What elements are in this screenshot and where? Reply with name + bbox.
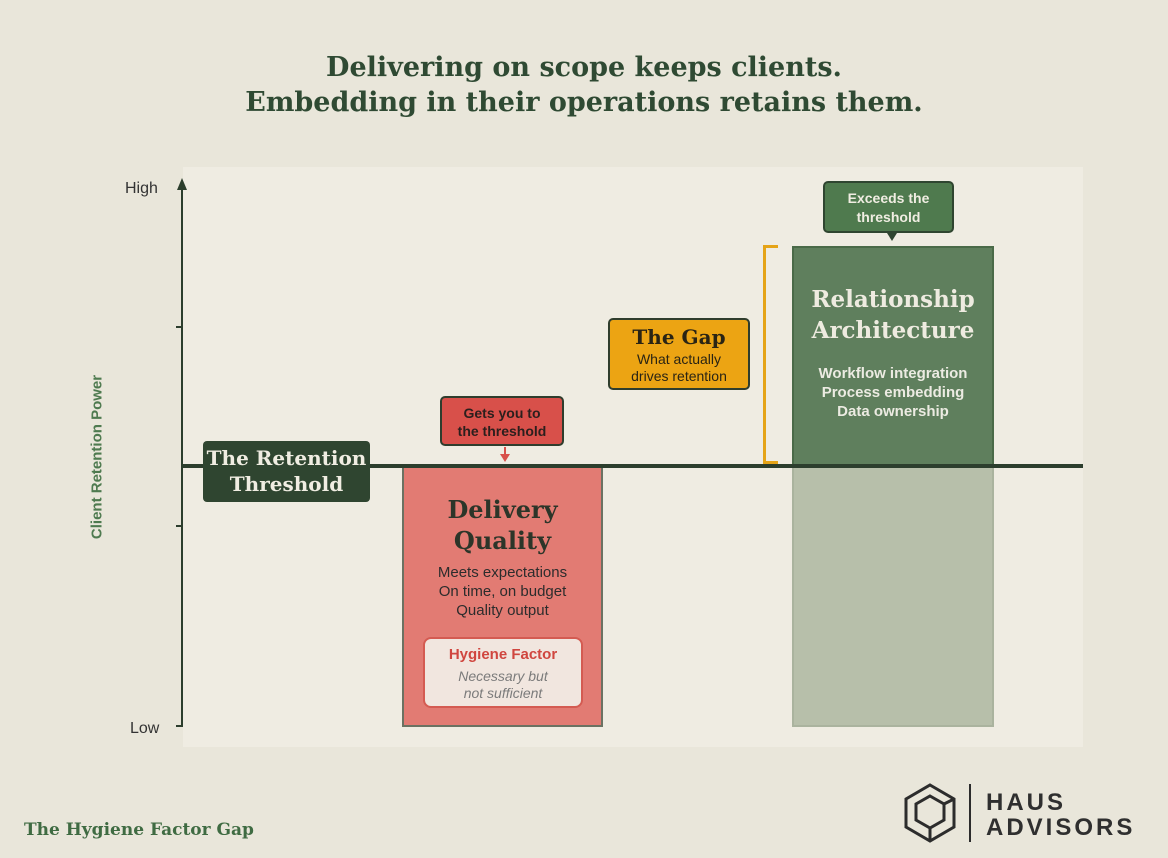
relationship-architecture-list: Workflow integration Process embedding D… <box>792 364 994 421</box>
down-arrow-head-icon <box>500 454 510 462</box>
logo-line-2: ADVISORS <box>986 814 1136 841</box>
callout-line-2: the threshold <box>457 423 547 439</box>
callout-line-1: Gets you to <box>463 405 541 421</box>
gap-title: The Gap <box>632 325 726 349</box>
list-item: Quality output <box>456 602 549 619</box>
gets-you-to-threshold-callout: Gets you to the threshold <box>440 396 564 446</box>
gap-sub-line-2: drives retention <box>631 368 727 384</box>
hygiene-factor-box: Hygiene Factor Necessary but not suffici… <box>423 637 583 708</box>
headline: Delivering on scope keeps clients. Embed… <box>0 50 1168 120</box>
hygiene-sub-line-1: Necessary but <box>458 668 548 684</box>
exceeds-threshold-callout: Exceeds the threshold <box>823 181 954 233</box>
y-axis-arrow-icon <box>177 178 187 190</box>
logo-divider <box>969 784 971 842</box>
callout-line-1: Exceeds the <box>847 190 930 206</box>
hygiene-sub-line-2: not sufficient <box>463 685 543 701</box>
relationship-architecture-bar <box>792 246 994 466</box>
relationship-architecture-title-line-1: Relationship <box>811 286 975 313</box>
logo-line-1: HAUS <box>986 789 1067 816</box>
y-axis-line <box>181 186 183 727</box>
callout-pointer-icon <box>887 233 897 241</box>
footer-title: The Hygiene Factor Gap <box>24 820 254 840</box>
callout-line-2: threshold <box>856 209 921 225</box>
y-axis-tick <box>176 725 182 727</box>
gap-callout: The Gap What actually drives retention <box>608 318 750 390</box>
list-item: On time, on budget <box>438 583 567 600</box>
retention-threshold-label: The Retention Threshold <box>203 441 370 502</box>
delivery-quality-title-line-2: Quality <box>453 526 552 555</box>
relationship-architecture-base <box>792 466 994 727</box>
gap-sub-line-1: What actually <box>636 351 722 367</box>
y-axis-high-label: High <box>125 180 158 197</box>
relationship-architecture-title: Relationship Architecture <box>792 284 994 346</box>
relationship-architecture-title-line-2: Architecture <box>811 317 975 344</box>
list-item: Workflow integration <box>818 365 968 382</box>
delivery-quality-title-line-1: Delivery <box>447 495 558 524</box>
haus-logo-icon <box>904 783 956 843</box>
gap-subtitle: What actually drives retention <box>610 351 748 385</box>
down-arrow-icon <box>504 447 506 456</box>
y-axis-tick <box>176 525 182 527</box>
threshold-label-line-2: Threshold <box>229 472 344 496</box>
hygiene-factor-subtitle: Necessary but not sufficient <box>425 668 581 702</box>
y-axis-title: Client Retention Power <box>88 374 106 540</box>
headline-line-1: Delivering on scope keeps clients. <box>326 52 842 83</box>
gap-bracket <box>763 245 778 464</box>
y-axis-low-label: Low <box>130 720 160 737</box>
list-item: Process embedding <box>821 384 965 401</box>
delivery-quality-list: Meets expectations On time, on budget Qu… <box>402 563 603 620</box>
headline-line-2: Embedding in their operations retains th… <box>245 87 923 118</box>
hygiene-factor-title: Hygiene Factor <box>448 646 558 663</box>
haus-advisors-logo-text: HAUS ADVISORS <box>986 790 1135 840</box>
threshold-label-line-1: The Retention <box>206 446 367 470</box>
y-axis-tick <box>176 326 182 328</box>
list-item: Meets expectations <box>437 564 568 581</box>
retention-threshold-line <box>183 464 1083 468</box>
delivery-quality-title: Delivery Quality <box>402 494 603 556</box>
list-item: Data ownership <box>837 403 949 420</box>
